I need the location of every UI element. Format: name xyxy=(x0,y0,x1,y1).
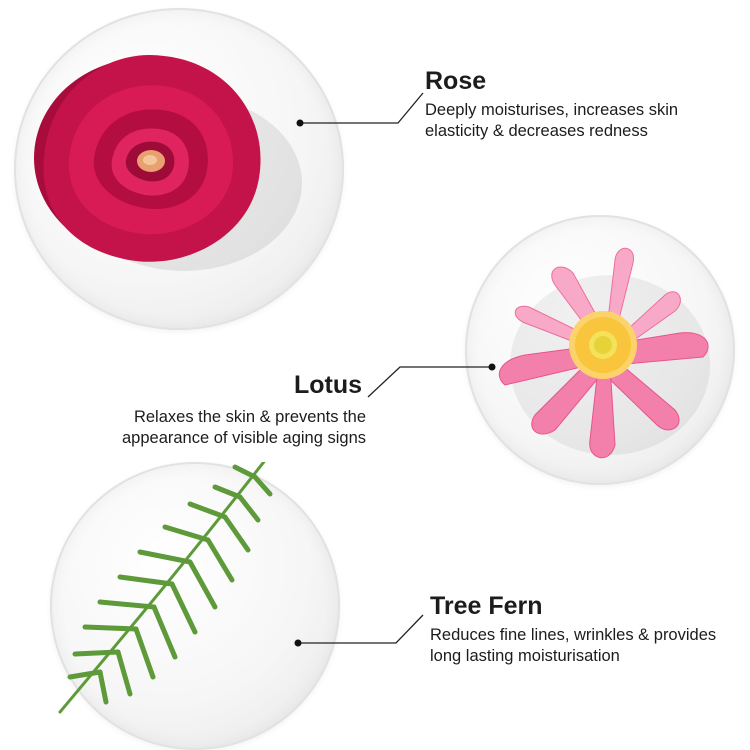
fern-dish xyxy=(50,462,340,750)
rose-flower-image xyxy=(34,54,302,271)
lotus-description: Relaxes the skin & prevents the appearan… xyxy=(122,408,366,447)
rose-dish xyxy=(14,8,344,330)
lotus-title: Lotus xyxy=(294,371,363,399)
fern-leaf-image xyxy=(58,462,273,714)
rose-title: Rose xyxy=(425,67,487,95)
tree-fern-description: Reduces fine lines, wrinkles & provides … xyxy=(430,626,717,665)
tree-fern-label: Tree Fern Reduces fine lines, wrinkles &… xyxy=(430,591,730,667)
rose-description: Deeply moisturises, increases skin elast… xyxy=(425,101,679,140)
rose-label: Rose Deeply moisturises, increases skin … xyxy=(425,66,745,142)
tree-fern-title: Tree Fern xyxy=(430,592,543,620)
lotus-flower-image xyxy=(498,247,710,459)
lotus-dish xyxy=(465,215,735,485)
